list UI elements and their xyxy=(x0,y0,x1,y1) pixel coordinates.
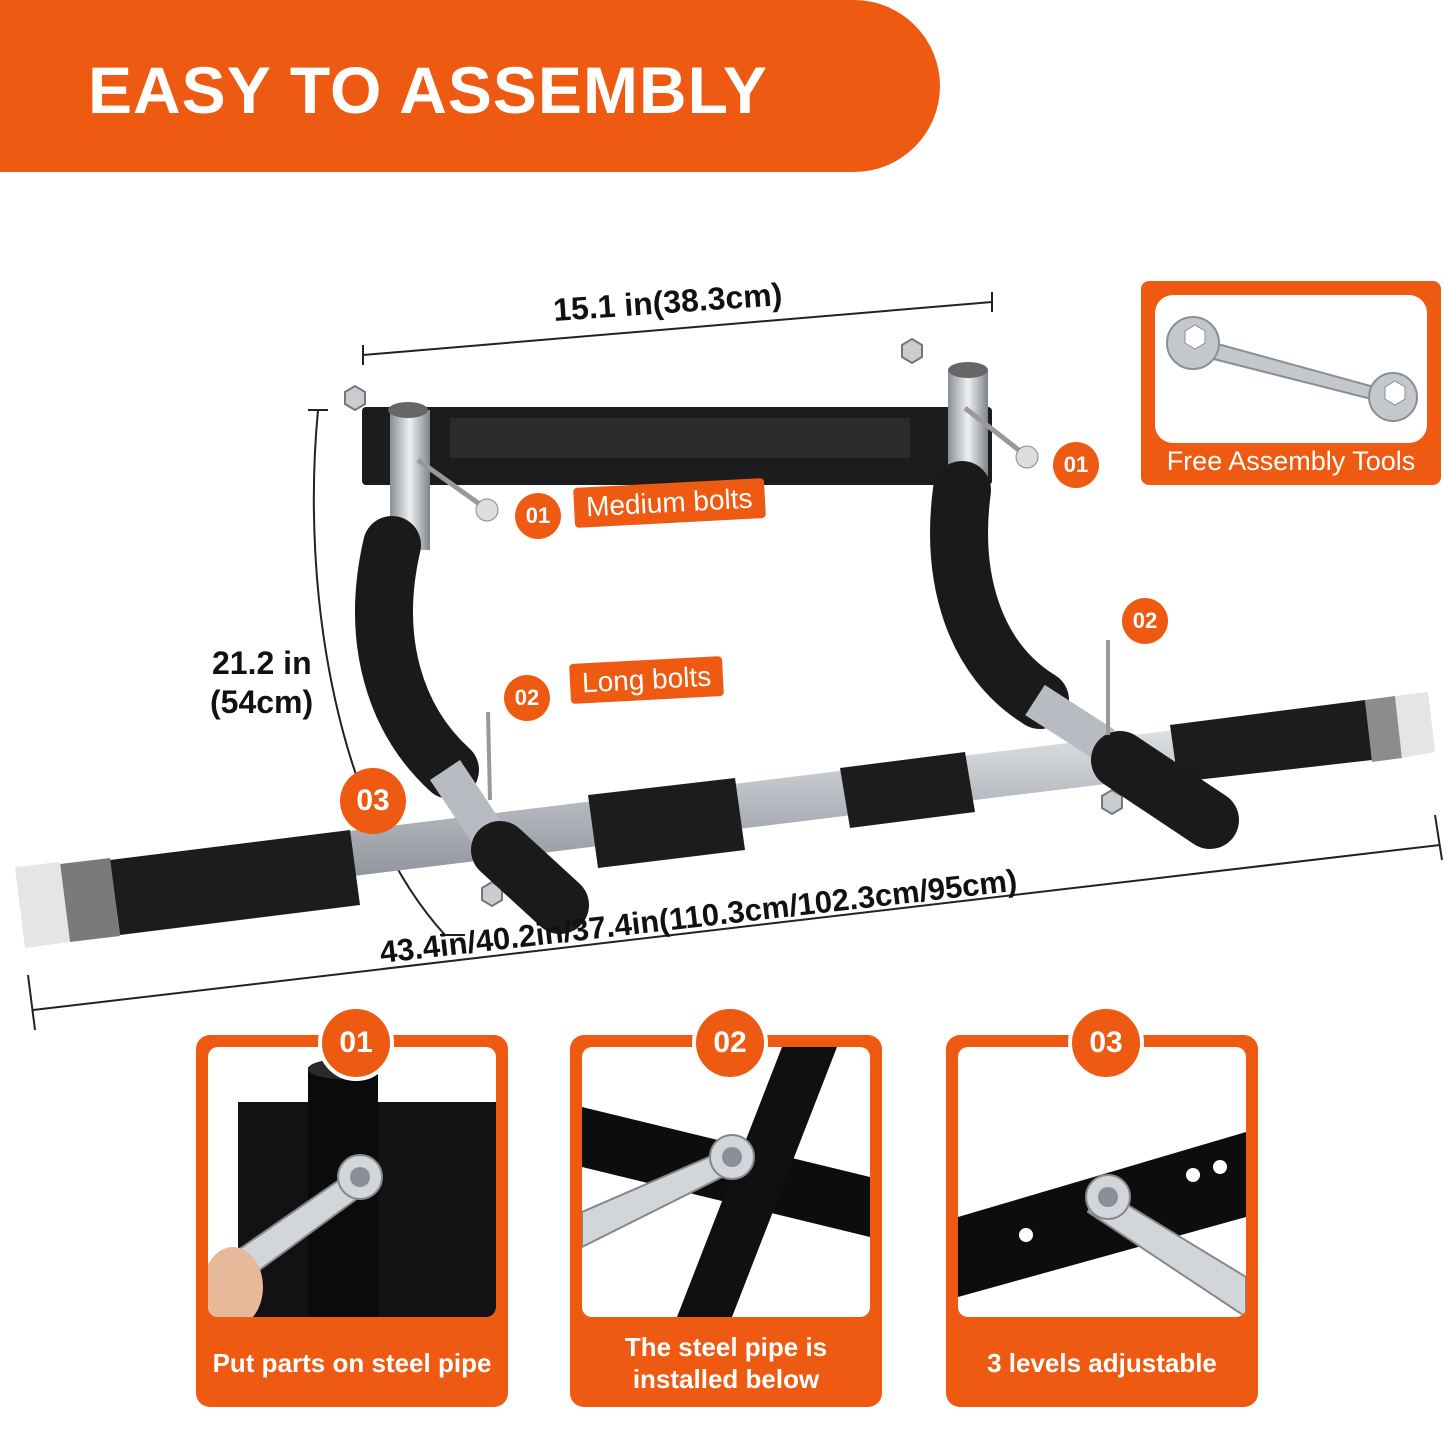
step-card-3: 03 3 levels adjustable xyxy=(946,1005,1258,1407)
height-cm-label: (54cm) xyxy=(210,684,314,720)
callout-badge-adjust: 03 xyxy=(340,768,406,834)
step-photo-1 xyxy=(208,1047,496,1317)
tools-image xyxy=(1155,295,1427,443)
dimension-lines xyxy=(27,292,1443,1031)
step-card-1: 01 Put parts on steel pipe xyxy=(196,1005,508,1407)
callout-badge-medium-bolts: 01 xyxy=(515,493,561,539)
long-bolts-tag: Long bolts xyxy=(569,656,725,704)
legs xyxy=(355,461,1069,799)
top-bracket xyxy=(362,362,992,490)
banner-title: EASY TO ASSEMBLY xyxy=(88,53,768,127)
free-tools-box: Free Assembly Tools xyxy=(1141,281,1441,485)
step-caption-3: 3 levels adjustable xyxy=(987,1347,1217,1378)
step-card-2: 02 The steel pipe is installed below xyxy=(570,1005,882,1407)
medium-bolts xyxy=(416,406,1027,511)
foam-grips xyxy=(110,700,1372,935)
wrench-icon xyxy=(1166,316,1418,422)
tools-label: Free Assembly Tools xyxy=(1166,446,1416,476)
banner: EASY TO ASSEMBLY xyxy=(0,0,940,172)
cross-pieces xyxy=(430,640,1239,934)
step-caption-2: The steel pipe is installed below xyxy=(624,1331,828,1395)
step-number-3: 03 xyxy=(1068,1005,1144,1081)
height-in-label: 21.2 in xyxy=(212,645,312,681)
main-bar xyxy=(15,692,1435,948)
callout-badge-medium-bolts-right: 01 xyxy=(1053,442,1099,488)
callout-badge-long-bolts-right: 02 xyxy=(1122,598,1168,644)
step-photo-2 xyxy=(582,1047,870,1317)
step-caption-1: Put parts on steel pipe xyxy=(212,1347,492,1378)
step-number-1: 01 xyxy=(318,1005,394,1081)
pull-up-bar-illustration xyxy=(15,292,1443,1031)
step-photo-3 xyxy=(958,1047,1246,1317)
step-number-2: 02 xyxy=(692,1005,768,1081)
callout-badge-long-bolts: 02 xyxy=(504,675,550,721)
